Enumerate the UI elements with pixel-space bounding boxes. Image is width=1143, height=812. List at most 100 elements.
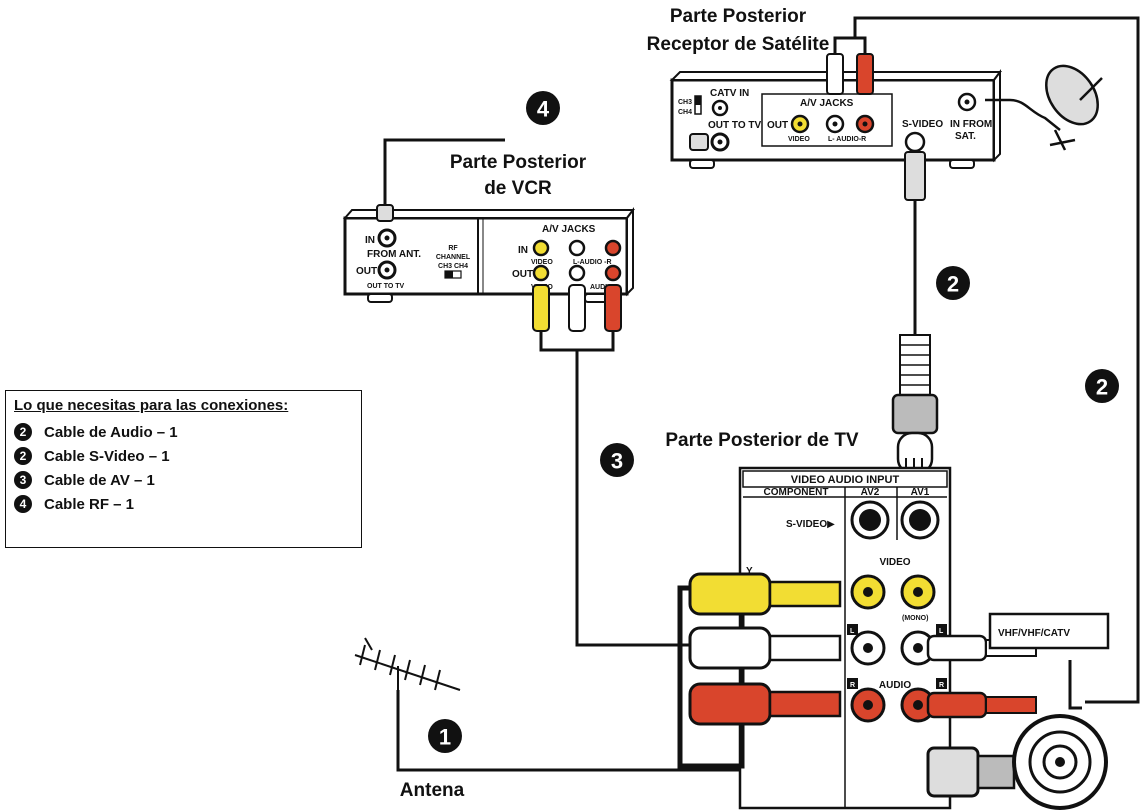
satellite-receiver: CH3 CH4 CATV IN OUT TO TV A/V JACKS OUT … (669, 53, 1103, 201)
vcr-audio-l-in-jack[interactable] (568, 239, 586, 257)
audio-cable-sat-to-tv (833, 16, 1140, 704)
tv-audio-label: AUDIO (879, 680, 911, 691)
requirement-text: Cable de Audio – 1 (44, 423, 178, 441)
vcr-plug-red (604, 284, 622, 332)
sat-audio-plug-white (826, 53, 844, 95)
antenna-label: Antena (400, 780, 465, 801)
tv-mono-label: (MONO) (902, 615, 928, 622)
requirement-number: 2 (14, 423, 32, 441)
tv-l-av1-label: L (939, 628, 944, 635)
vcr-audio-out-label: AUDIO (590, 284, 613, 291)
tv-av2-label: AV2 (861, 487, 880, 498)
sat-out-to-tv-label: OUT TO TV (708, 120, 761, 131)
tv-r-av2-label: R (850, 682, 855, 689)
sat-audio-label: L- AUDIO-R (828, 136, 866, 143)
sat-svideo-jack[interactable] (904, 131, 926, 153)
svideo-plug-large (891, 334, 939, 475)
requirement-number: 4 (14, 495, 32, 513)
requirement-text: Cable RF – 1 (44, 495, 135, 513)
vcr-out-label: OUT (356, 266, 377, 277)
requirement-text: Cable de AV – 1 (44, 471, 155, 489)
sat-in-from-sat-1: IN FROM (950, 119, 992, 130)
tv-vhf-label: VHF/VHF/CATV (998, 628, 1070, 639)
requirement-number: 2 (14, 447, 32, 465)
vcr-video-in-jack[interactable] (532, 239, 550, 257)
tv-plug-white (688, 626, 772, 670)
sat-audio-plug-red (856, 53, 874, 95)
vcr-video-out-jack[interactable] (532, 264, 550, 282)
requirement-item: 2 Cable S-Video – 1 (14, 444, 353, 468)
vcr-plug-white (568, 284, 586, 332)
tv-av1-plug-white (926, 634, 988, 662)
tv-video-label: VIDEO (879, 557, 910, 568)
vcr-rf-label-3: CH3 CH4 (438, 263, 468, 270)
vcr-in-label: IN (365, 235, 375, 246)
sat-ch3-label: CH3 (678, 99, 692, 106)
satellite-back-title-2: Receptor de Satélite (647, 34, 830, 55)
vcr-back-title-1: Parte Posterior (450, 152, 587, 173)
requirement-text: Cable S-Video – 1 (44, 447, 170, 465)
audio-cable-sat-to-tv-2 (855, 36, 867, 60)
vcr-rf-label-2: CHANNEL (436, 254, 471, 261)
vcr-rf-label-1: RF (448, 245, 458, 252)
tv-y-label: Y (746, 566, 753, 577)
vcr-jack-out-label: OUT (512, 269, 533, 280)
vcr-audio-l-out-jack[interactable] (568, 264, 586, 282)
vcr-audio-label: L-AUDIO -R (573, 259, 612, 266)
svg-text:2: 2 (1096, 375, 1108, 400)
sat-svideo-plug (904, 151, 926, 201)
vcr: IN FROM ANT. OUT OUT TO TV RF CHANNEL CH… (342, 204, 635, 332)
step-number-2a: 2 (936, 266, 970, 300)
requirement-number: 3 (14, 471, 32, 489)
vcr-video-label: VIDEO (531, 259, 553, 266)
tv-r-av1-label: R (939, 682, 944, 689)
vcr-from-ant-label: FROM ANT. (367, 249, 421, 260)
svg-text:4: 4 (537, 97, 550, 122)
tv-antenna-connector (926, 714, 1108, 810)
satellite-dish-icon (985, 64, 1103, 151)
av-cable-vcr-to-tv (539, 330, 615, 352)
vcr-rf-plug (376, 204, 394, 222)
vcr-av-jacks-label: A/V JACKS (542, 224, 596, 235)
requirements-box: Lo que necesitas para las conexiones: 2 … (5, 390, 362, 548)
vcr-plug-yellow (532, 284, 550, 332)
vcr-audio-r-in-jack[interactable] (604, 239, 622, 257)
step-number-4: 4 (526, 91, 560, 125)
step-number-3: 3 (600, 443, 634, 477)
svg-text:2: 2 (947, 272, 959, 297)
sat-video-label: VIDEO (788, 136, 810, 143)
sat-catv-in-label: CATV IN (710, 88, 749, 99)
vcr-jack-in-label: IN (518, 245, 528, 256)
tv-av1-plug-red (926, 691, 988, 719)
av-cable-main (575, 350, 700, 647)
tv-av1-audio-plugs: VHF/VHF/CATV (926, 612, 1110, 719)
sat-svideo-label: S-VIDEO (902, 119, 943, 130)
sat-rf-plug (689, 133, 709, 151)
sat-av-jacks-label: A/V JACKS (800, 98, 854, 109)
vcr-back-title-2: de VCR (484, 178, 552, 199)
satellite-back-title-1: Parte Posterior (670, 6, 807, 27)
svg-text:3: 3 (611, 449, 623, 474)
tv-svideo-label: S-VIDEO▶ (786, 519, 835, 530)
requirement-item: 4 Cable RF – 1 (14, 492, 353, 516)
tv-l-av2-label: L (850, 628, 855, 635)
svg-text:1: 1 (439, 725, 451, 750)
tv-header-label: VIDEO AUDIO INPUT (791, 474, 900, 486)
antenna-icon (354, 637, 461, 700)
requirement-item: 2 Cable de Audio – 1 (14, 420, 353, 444)
tv-plug-yellow (688, 572, 772, 616)
vcr-audio-r-out-jack[interactable] (604, 264, 622, 282)
sat-in-from-sat-2: SAT. (955, 131, 976, 142)
vcr-out-to-tv-label: OUT TO TV (367, 283, 405, 290)
step-number-1: 1 (428, 719, 462, 753)
tv-component-label: COMPONENT (764, 487, 829, 498)
rf-cable-sat-to-vcr (383, 138, 505, 205)
sat-ch4-label: CH4 (678, 109, 692, 116)
requirement-item: 3 Cable de AV – 1 (14, 468, 353, 492)
requirements-title: Lo que necesitas para las conexiones: (14, 397, 289, 414)
sat-out-label: OUT (767, 120, 788, 131)
tv-back-title: Parte Posterior de TV (665, 430, 859, 451)
tv-plug-red (688, 682, 772, 726)
audio-cable-tv-loop (1068, 660, 1082, 710)
